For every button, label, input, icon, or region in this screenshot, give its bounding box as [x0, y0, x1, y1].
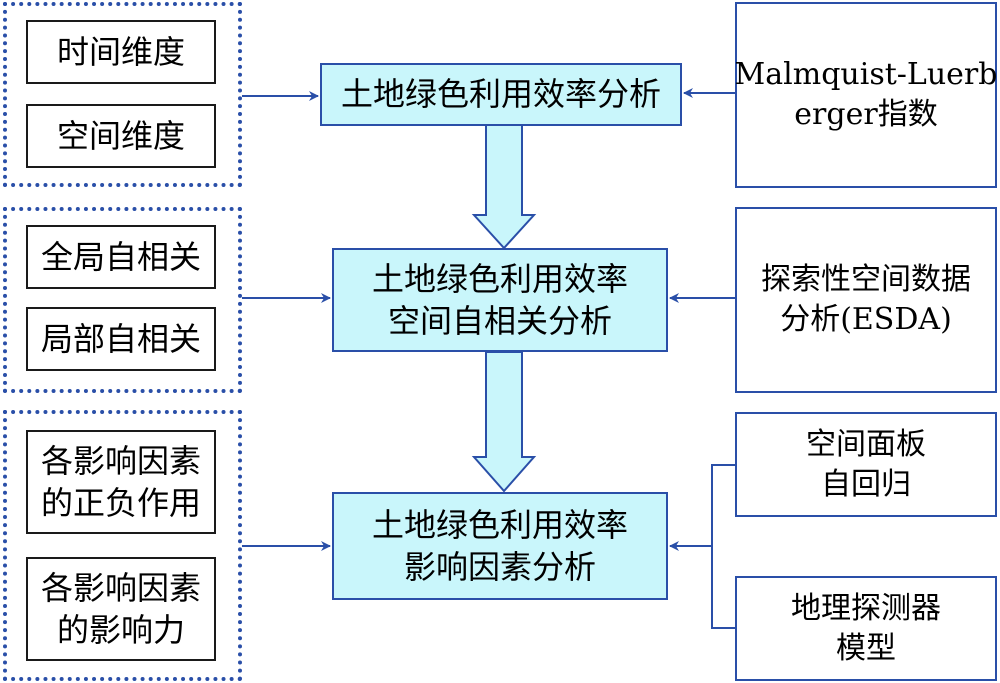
process-text: 土地绿色利用效率分析 [340, 75, 661, 114]
left-item-text: 时间维度 [56, 32, 185, 71]
left-item-text: 各影响因素 [40, 568, 201, 607]
method-text: 探索性空间数据 [761, 262, 971, 298]
method-text: Malmquist-Luerb [734, 57, 998, 93]
method-text: erger指数 [794, 97, 938, 132]
process-box-efficiency: 土地绿色利用效率分析 [320, 63, 682, 126]
left-item-text: 全局自相关 [40, 237, 201, 276]
big-down-arrow-2 [471, 351, 537, 493]
left-item-box: 各影响因素 的正负作用 [26, 430, 216, 534]
process-box-spatial-autocorrelation: 土地绿色利用效率 空间自相关分析 [332, 248, 668, 352]
method-text: 模型 [836, 630, 896, 666]
left-item-box: 时间维度 [26, 20, 216, 84]
left-item-text: 各影响因素 [40, 441, 201, 480]
method-box-malmquist: Malmquist-Luerb erger指数 [735, 2, 997, 188]
left-item-box: 空间维度 [26, 104, 216, 168]
process-text: 土地绿色利用效率 [371, 259, 628, 298]
method-text: 自回归 [821, 466, 911, 502]
method-box-esda: 探索性空间数据 分析(ESDA) [735, 207, 997, 393]
method-text: 空间面板 [806, 426, 926, 462]
process-text: 土地绿色利用效率 [371, 505, 628, 544]
left-item-box: 局部自相关 [26, 307, 216, 371]
left-group-3 [3, 410, 242, 681]
process-text: 空间自相关分析 [387, 302, 612, 340]
method-box-geodetector: 地理探测器 模型 [735, 576, 997, 681]
left-item-text: 局部自相关 [40, 319, 201, 358]
left-group-2 [3, 207, 242, 393]
left-item-text: 空间维度 [56, 116, 185, 155]
left-group-1 [3, 2, 242, 187]
method-text: 地理探测器 [791, 590, 941, 626]
big-down-arrow-1 [471, 124, 537, 250]
process-text: 影响因素分析 [403, 548, 596, 586]
left-item-box: 各影响因素 的影响力 [26, 557, 216, 661]
left-item-text: 的正负作用 [40, 484, 201, 522]
bracket-methods-3-4 [711, 464, 735, 629]
method-text: 分析(ESDA) [780, 302, 952, 337]
left-item-text: 的影响力 [56, 611, 185, 649]
process-box-influencing-factors: 土地绿色利用效率 影响因素分析 [332, 492, 668, 600]
left-item-box: 全局自相关 [26, 225, 216, 289]
method-box-spatial-panel: 空间面板 自回归 [735, 412, 997, 517]
